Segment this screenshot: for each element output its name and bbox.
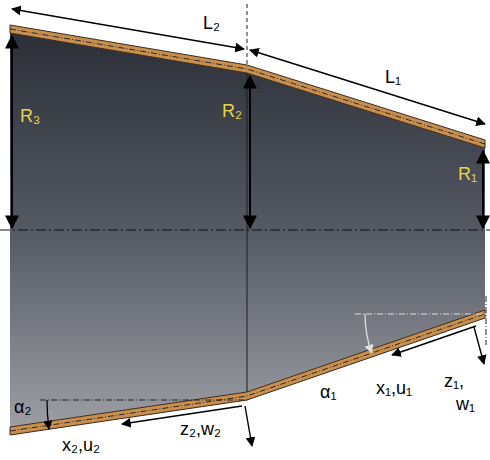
axis-arrow: [474, 327, 484, 364]
angle-label: α₁: [320, 381, 336, 403]
axis-label: x₂,u₂: [62, 434, 100, 456]
radius-label: R₃: [20, 105, 40, 127]
axis-arrow: [245, 406, 252, 446]
dimension-arrow: [249, 76, 251, 228]
axis-label: x₁,u₁: [376, 377, 412, 399]
dimension-arrow: [12, 9, 244, 49]
dimension-arrow: [11, 36, 13, 228]
reference-line: [355, 314, 485, 315]
axis-label: z₁,: [444, 370, 464, 392]
angle-arc: [47, 400, 49, 429]
axis-label: z₂,w₂: [180, 418, 221, 440]
dimension-arrow: [482, 151, 484, 228]
axis-label: w₁: [456, 393, 475, 415]
angle-arc: [365, 314, 372, 353]
dimension-arrow: [250, 50, 485, 124]
junction-line: [247, 73, 248, 392]
extension-line: [486, 296, 487, 345]
radius-label: R₁: [458, 163, 477, 185]
length-label: L₂: [203, 12, 220, 34]
angle-label: α₂: [14, 396, 31, 418]
radius-label: R₂: [222, 100, 242, 122]
symmetry-axis: [0, 230, 490, 231]
length-label: L₁: [385, 66, 401, 88]
extension-line: [247, 4, 248, 64]
axis-arrow: [392, 326, 476, 355]
reference-line: [40, 400, 247, 401]
